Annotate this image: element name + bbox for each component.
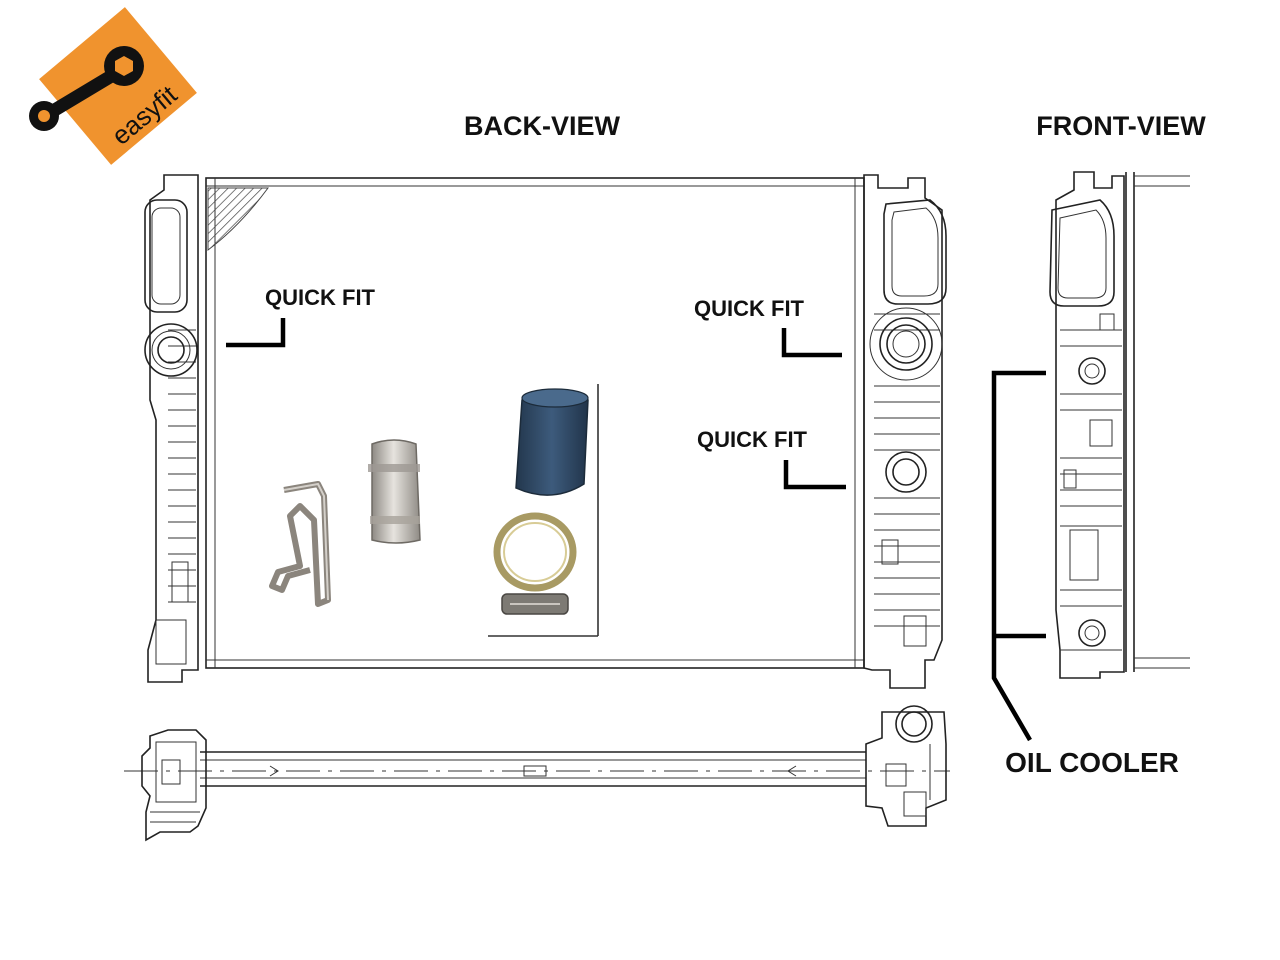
quick-fit-right-upper-label: QUICK FIT xyxy=(694,296,805,321)
radiator-top-view xyxy=(124,705,950,842)
quick-fit-left-callout: QUICK FIT xyxy=(226,285,376,348)
spring-clip-icon xyxy=(269,481,331,607)
quick-fit-right-lower-label: QUICK FIT xyxy=(697,427,808,452)
oil-cooler-callout: OIL COOLER xyxy=(991,370,1179,778)
metal-bracket-icon xyxy=(368,439,421,544)
accessory-kit xyxy=(269,384,599,637)
quick-fit-left-label: QUICK FIT xyxy=(265,285,376,310)
left-tank xyxy=(144,174,199,683)
front-view-label: FRONT-VIEW xyxy=(1036,111,1206,141)
radiator-back-view xyxy=(144,174,947,689)
rubber-sleeve-icon xyxy=(515,388,589,496)
quick-fit-right-lower-callout: QUICK FIT xyxy=(697,427,846,490)
hose-clamp-icon xyxy=(493,512,577,615)
radiator-front-view xyxy=(1049,171,1190,679)
back-view-label: BACK-VIEW xyxy=(464,111,621,141)
right-tank xyxy=(863,174,947,689)
oil-cooler-label: OIL COOLER xyxy=(1005,747,1179,778)
quick-fit-right-upper-callout: QUICK FIT xyxy=(694,296,842,358)
wrench-icon xyxy=(29,46,144,131)
easyfit-logo: easyfit xyxy=(29,7,197,165)
